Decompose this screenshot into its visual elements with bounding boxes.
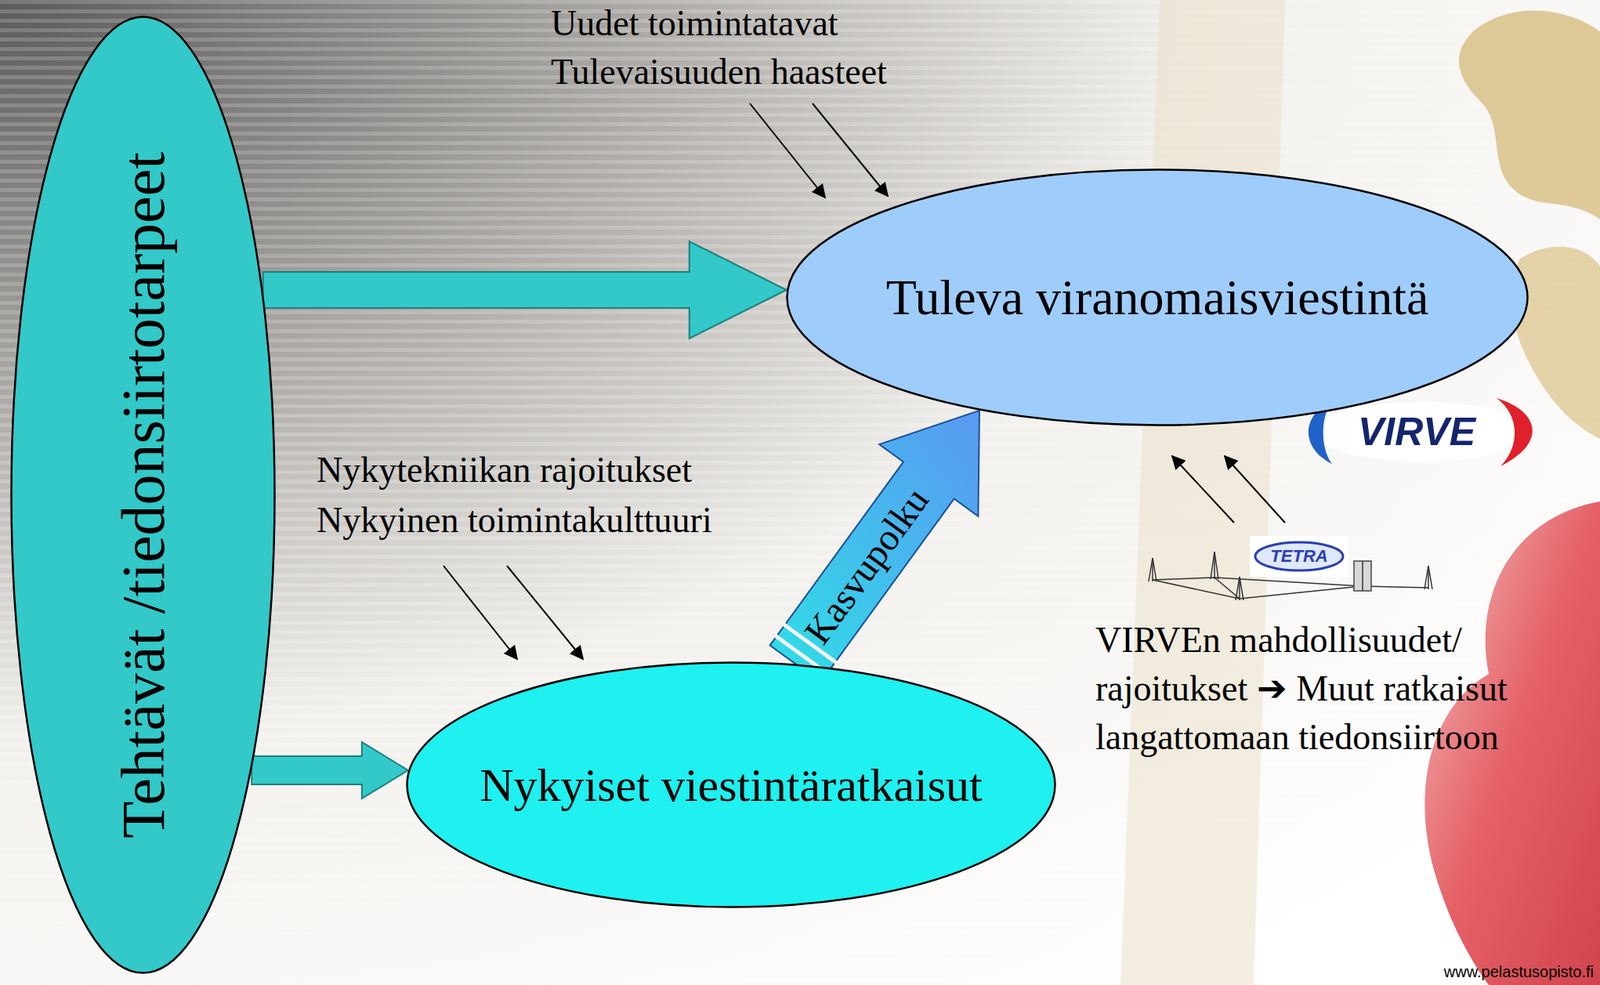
- emblem-band: [1120, 0, 1286, 985]
- task-ellipse: Tehtävät /tiedonsiirtotarpeet: [10, 15, 276, 974]
- note-label: Tulevaisuuden haasteet: [550, 48, 887, 96]
- node-text: Tehtävät /tiedonsiirtotarpeet: [109, 151, 178, 838]
- leader-arrow: [1172, 456, 1235, 523]
- ellipse-shape: [407, 662, 1056, 908]
- radio-mast: [1235, 576, 1244, 601]
- note-text: VIRVEn mahdollisuudet/ rajoitukset ➔ Muu…: [1095, 615, 1590, 762]
- radio-mast: [1148, 557, 1157, 582]
- radio-mast: [1424, 565, 1433, 590]
- node-text: Tuleva viranomaisviestintä: [886, 269, 1430, 325]
- connector-group: [263, 241, 787, 339]
- connector-group: [251, 742, 409, 799]
- note-label: Uudet toimintatavat: [550, 0, 839, 48]
- logo-swoosh-red: [1496, 398, 1533, 467]
- ellipse-shape: [787, 170, 1528, 426]
- logo-text: VIRVE: [1357, 412, 1476, 452]
- ellipse-shape: [11, 17, 276, 974]
- leader-arrow: [506, 565, 583, 659]
- edge-label: Kasvupolku: [797, 481, 935, 651]
- logo-ring: [1255, 542, 1343, 571]
- leader-arrow: [1224, 456, 1286, 523]
- network-link: [1152, 577, 1429, 599]
- leader-arrow: [812, 103, 888, 196]
- leader-arrow: [443, 565, 518, 659]
- emblem-lion: [1458, 10, 1600, 220]
- logo-box: [1249, 535, 1349, 577]
- block-arrow: [251, 742, 409, 799]
- emblem-lion: [1511, 246, 1600, 439]
- logo-text: TETRA: [1270, 547, 1328, 565]
- future-ellipse: Tuleva viranomaisviestintä: [785, 168, 1529, 427]
- block-arrow: [263, 241, 787, 339]
- note-label: Nykyinen toimintakulttuuri: [316, 496, 713, 544]
- switch-cabinet: [1353, 561, 1372, 591]
- network-link: [1214, 577, 1362, 587]
- growth-arrow: [770, 410, 980, 683]
- switch-cabinet-door: [1361, 561, 1364, 591]
- radio-mast: [1210, 551, 1219, 580]
- note-label: Nykytekniikan rajoitukset: [316, 446, 692, 494]
- tetra-logo: [1249, 535, 1349, 577]
- logo-oval: [1312, 401, 1532, 462]
- node-text: Nykyiset viestintäratkaisut: [479, 759, 983, 811]
- url-text: www.pelastusopisto.fi: [1444, 961, 1594, 982]
- network-link: [1152, 579, 1240, 599]
- current-ellipse: Nykyiset viestintäratkaisut: [405, 661, 1057, 909]
- connector-group: [770, 410, 980, 683]
- leader-arrow: [749, 103, 826, 198]
